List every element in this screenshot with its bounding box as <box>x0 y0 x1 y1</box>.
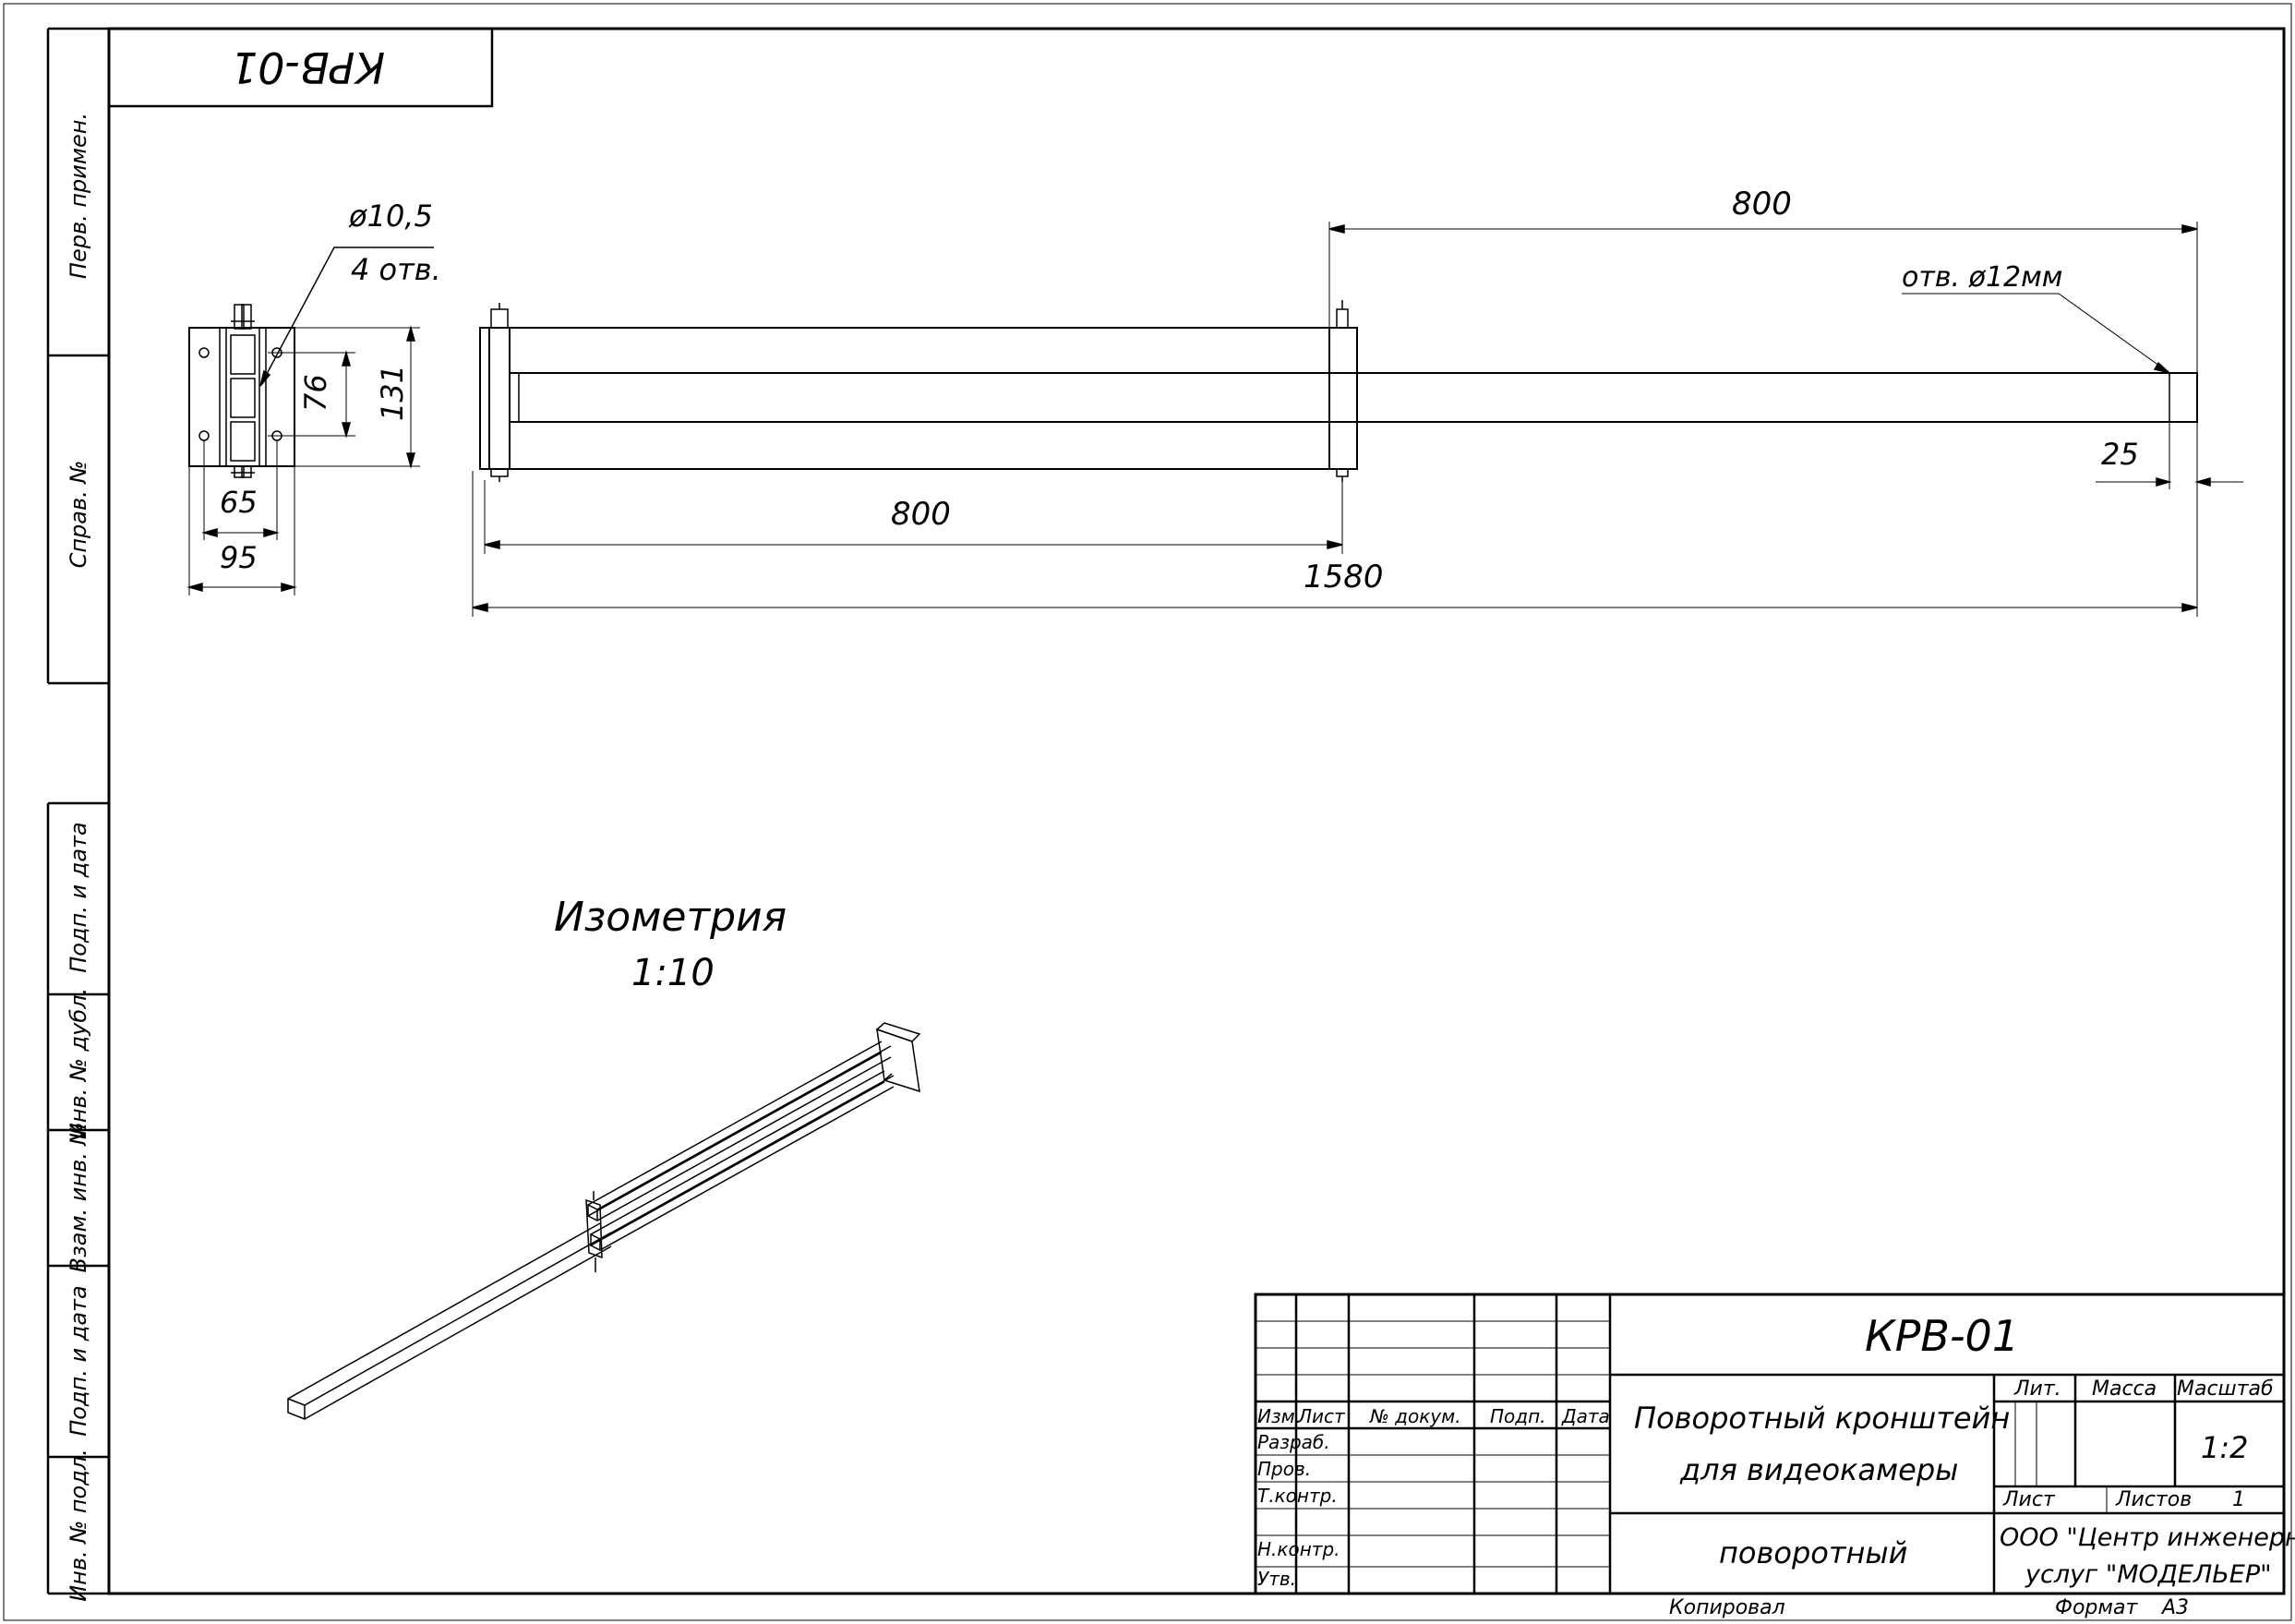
listov-value: 1 <box>2232 1488 2245 1511</box>
top-code-stamp: КРВ-01 <box>231 42 386 92</box>
front-view-plate <box>189 247 434 595</box>
title-material: поворотный <box>1719 1535 1908 1570</box>
kopiroval-label: Копировал <box>1669 1596 1785 1619</box>
title-name-line1: Поворотный кронштейн <box>1634 1401 2011 1436</box>
row-tkontr: Т.контр. <box>1257 1485 1338 1507</box>
dim-800-bottom: 800 <box>891 496 951 533</box>
org-line2: услуг "МОДЕЛЬЕР" <box>2025 1560 2272 1589</box>
dim-hole-count: 4 отв. <box>351 252 441 287</box>
head-lit: Лит. <box>2014 1377 2061 1401</box>
inner-frame <box>109 29 2284 1594</box>
label-sprav-no: Справ. № <box>66 460 91 569</box>
head-list: Лист <box>1298 1405 1345 1427</box>
row-nkontr: Н.контр. <box>1257 1538 1340 1560</box>
row-prov: Пров. <box>1257 1458 1312 1480</box>
row-utv: Утв. <box>1257 1568 1296 1590</box>
isometric-view <box>288 1023 919 1419</box>
title-doc-code: КРВ-01 <box>1865 1311 2020 1361</box>
head-masshtab: Масштаб <box>2177 1377 2274 1401</box>
label-podp-data-2: Подп. и дата <box>66 1285 91 1437</box>
dim-95: 95 <box>220 540 258 575</box>
dim-25: 25 <box>2101 437 2139 472</box>
label-inv-podl: Инв. № подл. <box>66 1449 91 1602</box>
head-massa: Масса <box>2092 1377 2157 1401</box>
outer-border <box>4 4 2291 1620</box>
title-block-frame <box>1256 1294 2284 1594</box>
head-data: Дата <box>1562 1405 1610 1427</box>
org-line1: ООО "Центр инженерных <box>2000 1523 2295 1552</box>
label-podp-data-1: Подп. и дата <box>66 822 91 973</box>
isometry-scale: 1:10 <box>631 952 715 994</box>
row-razrab: Разраб. <box>1257 1431 1330 1453</box>
hole-note: отв. ø12мм <box>1902 261 2063 294</box>
side-view-bracket <box>473 222 2243 617</box>
code-box <box>109 29 492 106</box>
label-perv-primen: Перв. примен. <box>66 112 91 280</box>
dim-hole-diameter: ø10,5 <box>349 198 433 234</box>
label-vzam-inv: Взам. инв. № <box>66 1122 91 1273</box>
isometry-title: Изометрия <box>554 894 787 941</box>
dim-65: 65 <box>220 485 258 520</box>
dim-1580: 1580 <box>1304 559 1384 595</box>
head-podp: Подп. <box>1490 1405 1546 1427</box>
format-value: А3 <box>2162 1596 2190 1619</box>
head-no-dokum: № докум. <box>1370 1405 1461 1427</box>
scale-value: 1:2 <box>2201 1430 2249 1465</box>
dim-76: 76 <box>298 374 333 412</box>
format-label: Формат <box>2055 1596 2138 1619</box>
dim-131: 131 <box>375 364 410 421</box>
list-label: Лист <box>2003 1488 2055 1511</box>
listov-label: Листов <box>2116 1488 2193 1511</box>
dim-800-top: 800 <box>1732 186 1792 223</box>
title-name-line2: для видеокамеры <box>1680 1452 1959 1487</box>
head-izm: Изм. <box>1257 1405 1302 1427</box>
side-strip-frame <box>48 29 109 1594</box>
